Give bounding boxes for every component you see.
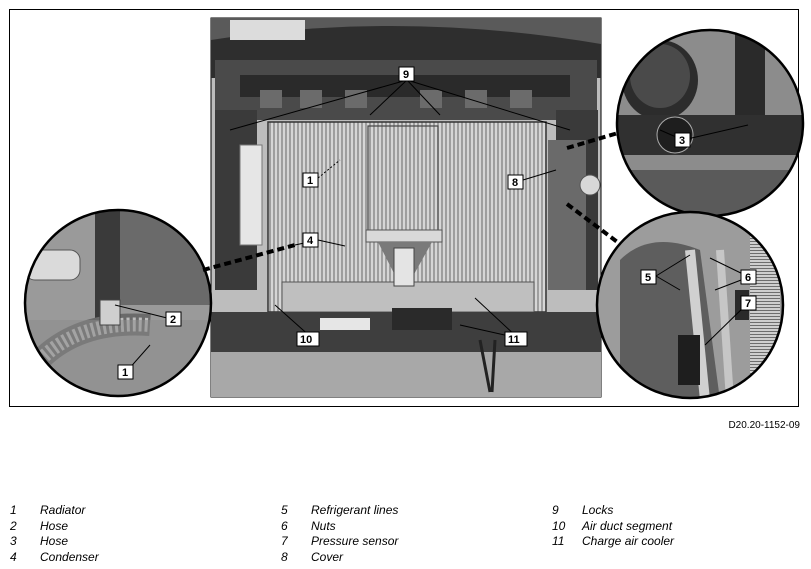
svg-text:1: 1 <box>122 367 128 379</box>
svg-text:1: 1 <box>307 175 313 187</box>
callout-1-inset: 1 <box>117 364 134 380</box>
svg-text:10: 10 <box>300 334 312 346</box>
svg-text:7: 7 <box>745 298 751 310</box>
callout-6: 6 <box>740 269 757 285</box>
svg-text:8: 8 <box>512 177 518 189</box>
inset-top-right <box>615 28 805 218</box>
svg-text:5: 5 <box>645 272 651 284</box>
svg-text:2: 2 <box>170 314 176 326</box>
inset-connectors <box>202 131 622 272</box>
svg-text:3: 3 <box>679 135 685 147</box>
svg-text:4: 4 <box>307 235 314 247</box>
callout-8: 8 <box>507 174 524 190</box>
callout-5: 5 <box>640 269 657 285</box>
svg-text:6: 6 <box>745 272 751 284</box>
callout-10: 10 <box>296 331 320 347</box>
figure-code: D20.20-1152-09 <box>728 420 800 431</box>
svg-text:11: 11 <box>508 334 520 346</box>
callout-3: 3 <box>674 132 691 148</box>
callout-1-main: 1 <box>302 172 319 188</box>
callout-2: 2 <box>165 311 182 327</box>
callout-7: 7 <box>740 295 757 311</box>
callout-9: 9 <box>398 66 415 82</box>
callout-4: 4 <box>302 232 319 248</box>
callout-11: 11 <box>504 331 528 347</box>
svg-text:9: 9 <box>403 69 409 81</box>
